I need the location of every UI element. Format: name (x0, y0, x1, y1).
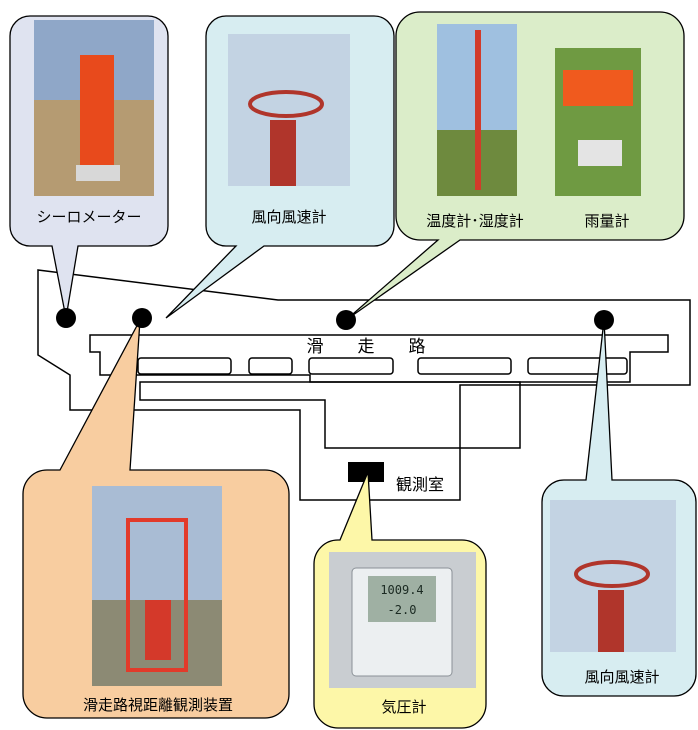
anemometer-west-location (132, 308, 152, 328)
thermo-hygro-location (336, 310, 356, 330)
ceilometer-label: シーロメーター (36, 208, 141, 226)
taxiway-3 (308, 357, 394, 375)
callout-rvr: 滑走路視距離観測装置 (22, 319, 290, 719)
airport-boundary (37, 269, 691, 501)
apron-outline (139, 381, 521, 449)
taxiway-4 (417, 357, 512, 375)
callout-anemometer-east: 風向風速計 (541, 319, 697, 697)
ceilometer-location (56, 308, 76, 328)
runway-label: 滑 走 路 (307, 337, 426, 357)
anemometer-east-location (594, 310, 614, 330)
observation-room-marker (348, 462, 384, 482)
observation-room-label: 観測室 (396, 475, 444, 494)
taxiway-5 (527, 357, 628, 375)
rain-gauge-label: 雨量計 (584, 212, 629, 230)
callout-thermo-rain: 温度計･湿度計 雨量計 (345, 11, 685, 321)
callout-anemometer-west: 風向風速計 (165, 15, 395, 319)
callout-ceilometer: シーロメーター (9, 15, 169, 319)
anemometer-west-label: 風向風速計 (251, 208, 326, 226)
barometer-label: 気圧計 (381, 698, 426, 716)
barometer-reading-2: -2.0 (388, 603, 417, 617)
taxiway-2 (248, 357, 293, 375)
rvr-label: 滑走路視距離観測装置 (83, 696, 233, 714)
callout-barometer: 1009.4 -2.0 気圧計 (313, 471, 487, 729)
anemometer-east-label: 風向風速計 (584, 668, 659, 686)
taxiway-1 (137, 357, 232, 375)
thermo-hygro-label: 温度計･湿度計 (426, 212, 524, 230)
barometer-reading-1: 1009.4 (380, 583, 423, 597)
